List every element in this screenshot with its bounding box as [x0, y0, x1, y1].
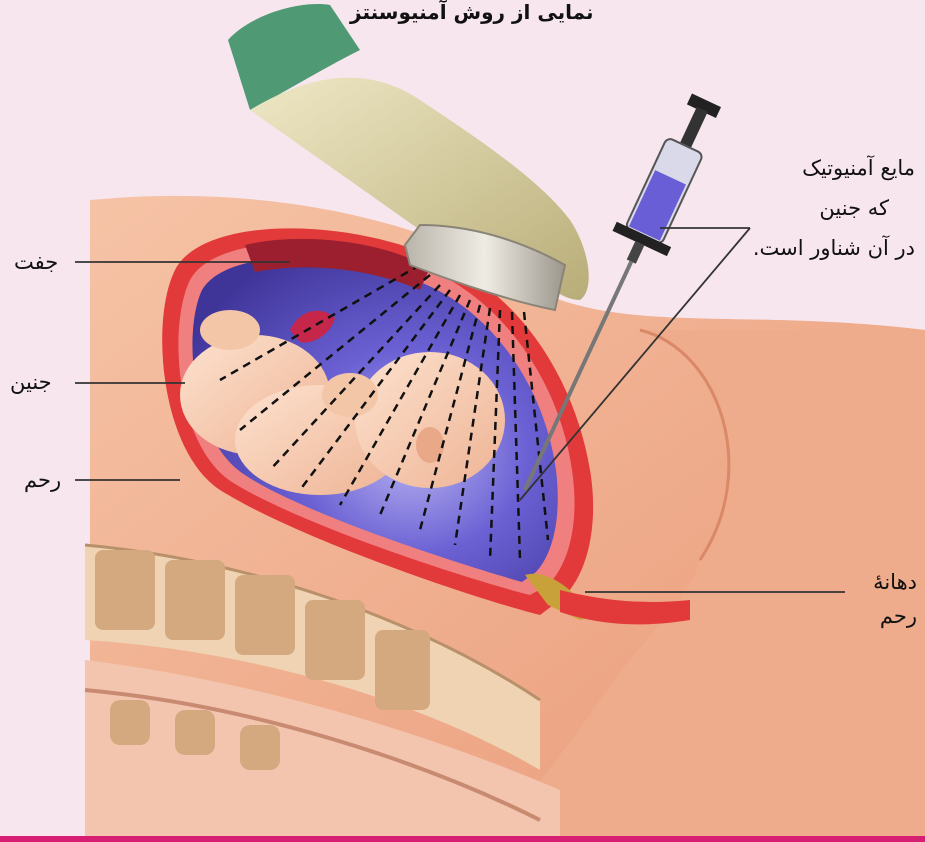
label-amniotic-fluid-line-2: که جنین [755, 188, 889, 228]
diagram-title: نمایی از روش آمنیوسنتز [350, 0, 594, 24]
label-amniotic-fluid-line-1: مایع آمنیوتیک [755, 148, 915, 188]
label-amniotic-fluid-line-3: در آن شناور است. [755, 228, 915, 268]
label-cervix-line-1: دهانهٔ [845, 565, 917, 599]
label-placenta: جفت [14, 252, 58, 273]
label-uterus: رحم [24, 470, 61, 491]
label-fetus: جنین [10, 372, 52, 393]
label-cervix: دهانهٔ رحم [845, 565, 917, 633]
label-amniotic-fluid: مایع آمنیوتیک که جنین در آن شناور است. [755, 148, 915, 268]
label-cervix-line-2: رحم [845, 599, 917, 633]
bottom-bar [0, 836, 925, 842]
